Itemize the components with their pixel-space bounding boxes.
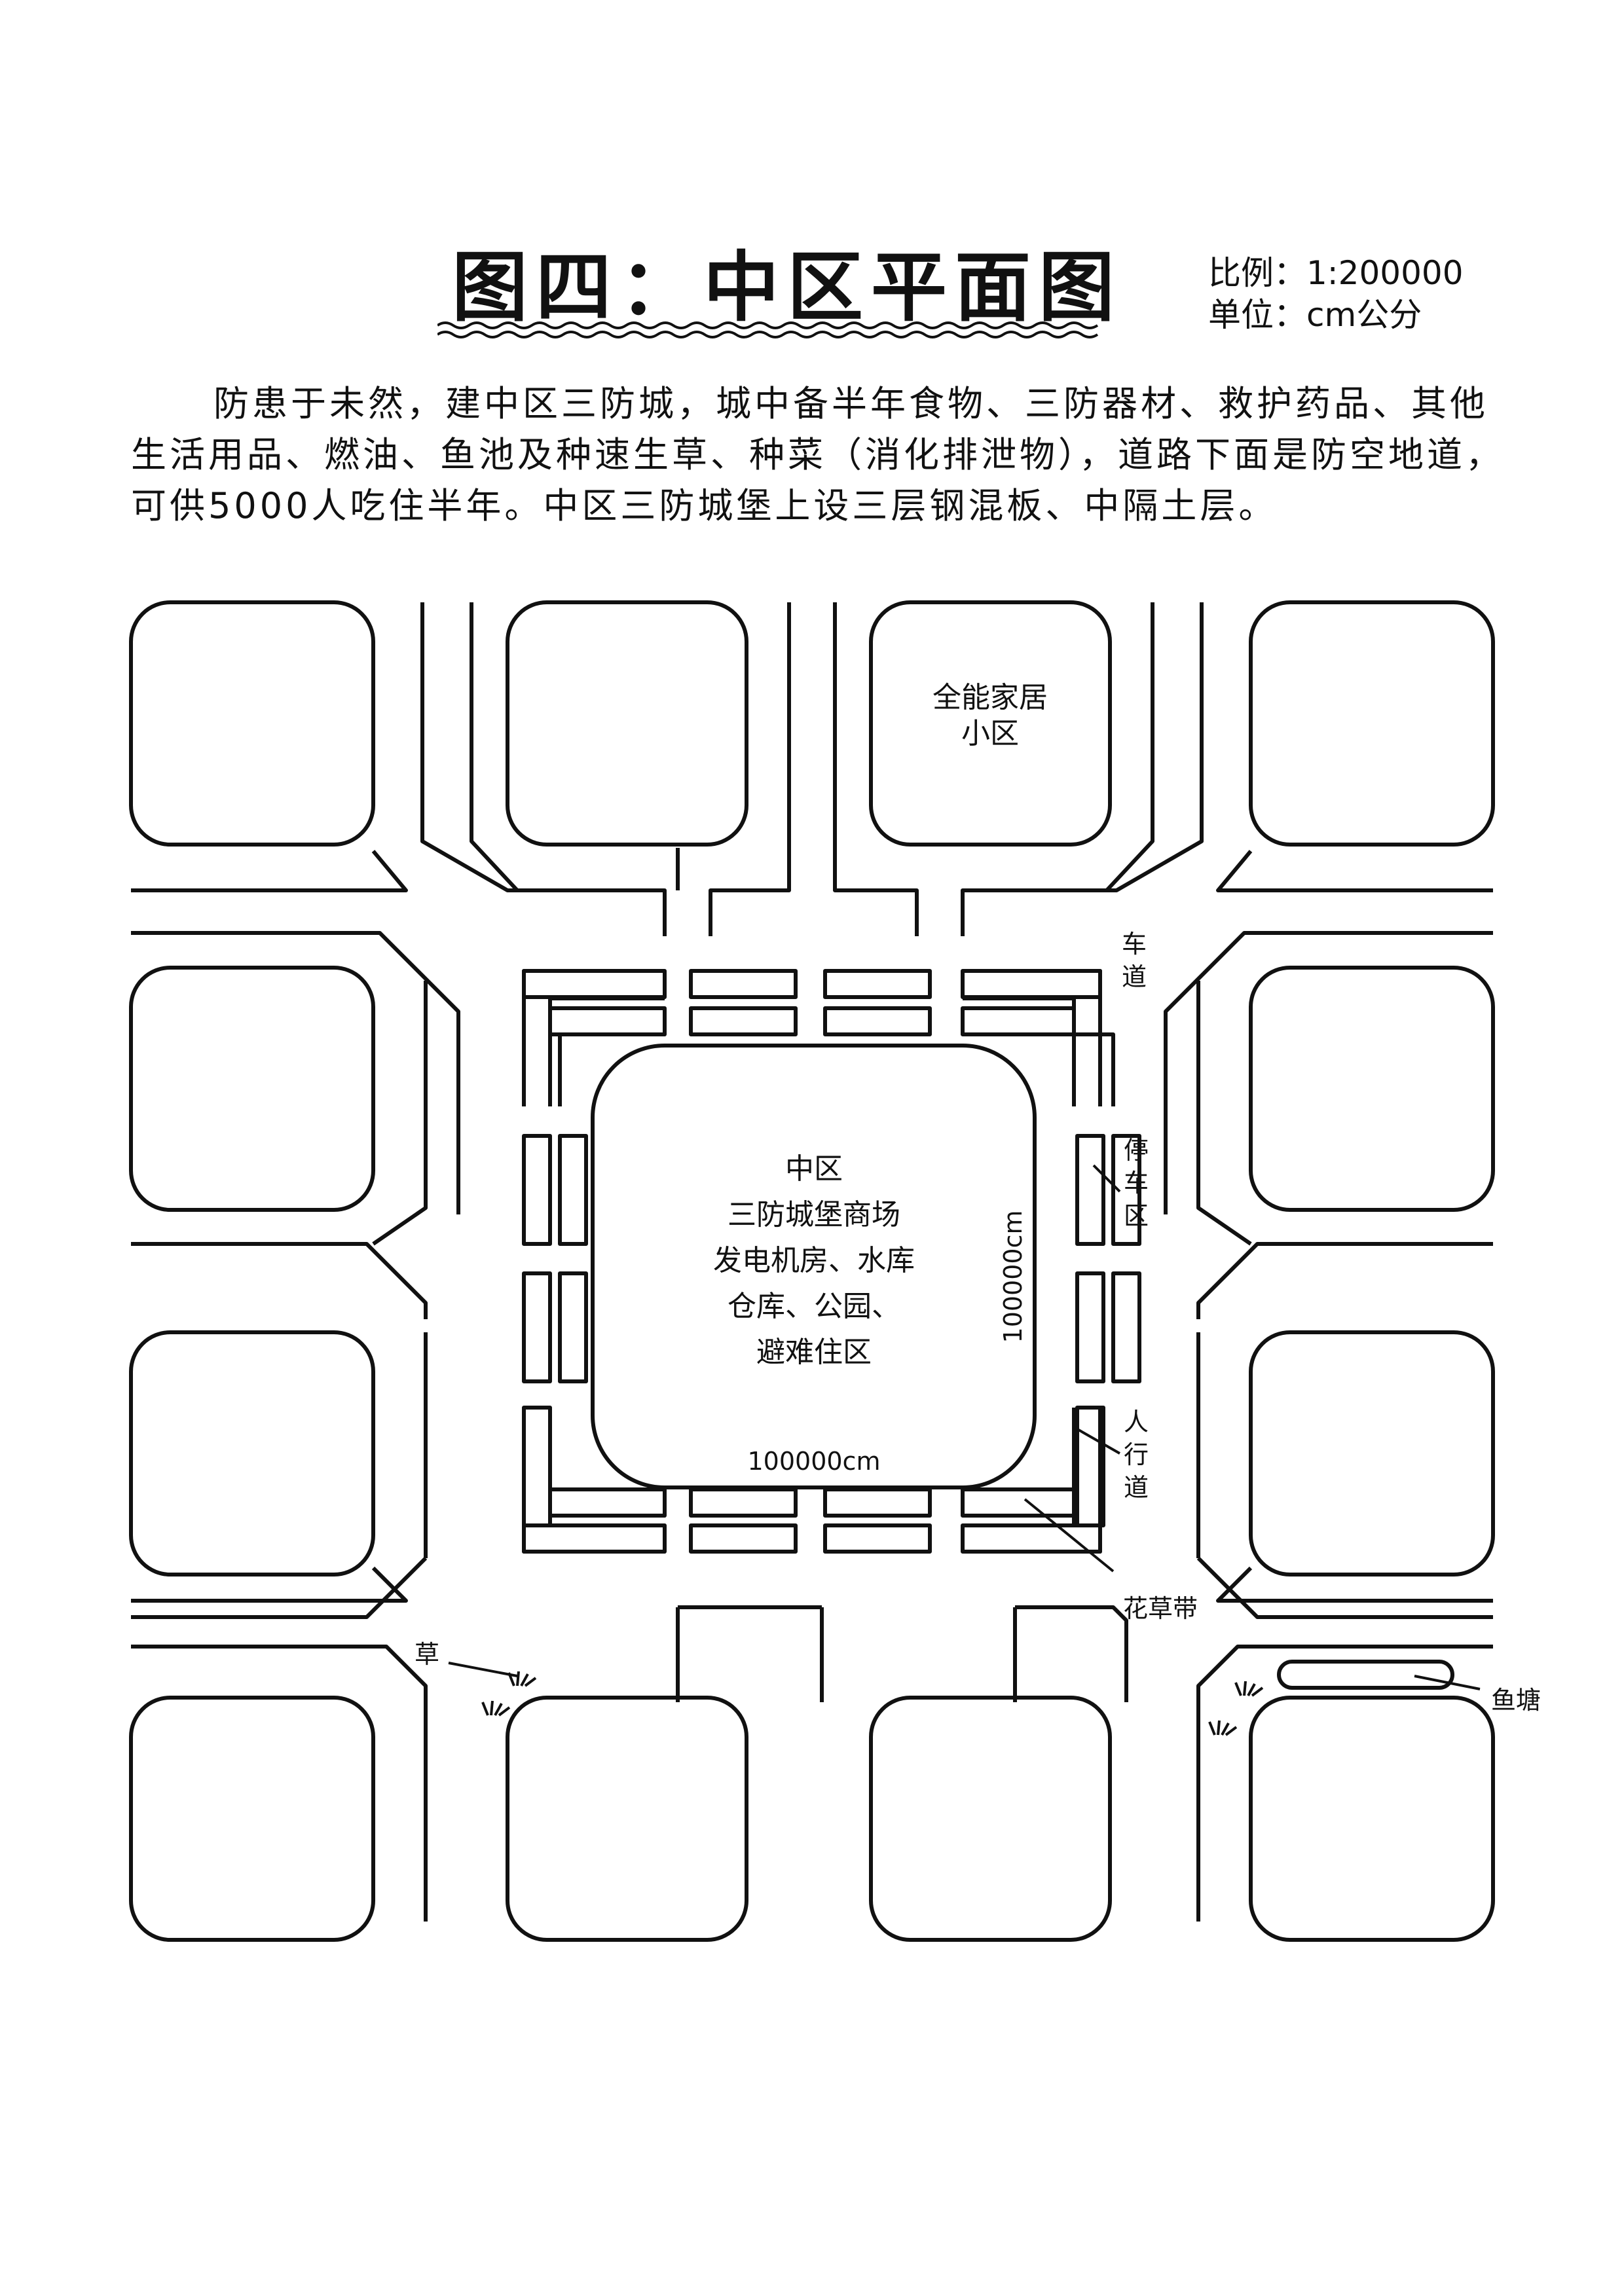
intro-paragraph: 防患于未然，建中区三防城，城中备半年食物、三防器材、救护药品、其他生活用品、燃油… xyxy=(131,383,1504,526)
strip xyxy=(689,969,798,999)
flowerbed-label: 花草带 xyxy=(1123,1594,1198,1623)
corner-strip xyxy=(963,1408,1076,1527)
parking-label: 区 xyxy=(1124,1201,1149,1230)
strip xyxy=(558,1134,588,1246)
block xyxy=(1249,600,1495,847)
corner-strip xyxy=(963,1408,1102,1554)
corner-strip xyxy=(963,1032,1115,1106)
block xyxy=(1249,966,1495,1212)
strip xyxy=(522,1271,552,1383)
strip xyxy=(548,1487,667,1518)
center-label: 中区 xyxy=(785,1152,843,1186)
corner-strip xyxy=(548,996,665,1106)
strip xyxy=(1111,1271,1141,1383)
strip xyxy=(961,1487,1076,1518)
dimension-height: 100000cm xyxy=(999,1211,1027,1343)
corner-strip xyxy=(963,969,1102,1106)
block xyxy=(129,966,375,1212)
strip xyxy=(961,1523,1102,1554)
parking-label: 停 xyxy=(1124,1136,1149,1165)
sidewalk-label: 行 xyxy=(1124,1440,1149,1469)
scale-legend: 比例：1:200000 单位：cm公分 xyxy=(1208,252,1464,336)
block xyxy=(506,1696,748,1942)
corner-strip xyxy=(558,1032,665,1106)
scale-unit: 单位：cm公分 xyxy=(1208,296,1422,334)
road-lines xyxy=(129,602,1493,1922)
page-title: 图四：中区平面图 xyxy=(452,244,1122,332)
strip xyxy=(823,969,932,999)
sidewalk-label: 道 xyxy=(1124,1473,1149,1502)
grass-label: 草 xyxy=(415,1640,439,1669)
callouts xyxy=(448,1164,1481,1690)
block xyxy=(129,600,375,847)
strip xyxy=(689,1523,798,1554)
center-block xyxy=(591,1044,1037,1489)
strip xyxy=(823,1006,932,1036)
strip xyxy=(522,1134,552,1246)
block xyxy=(1249,1330,1495,1576)
strip xyxy=(1111,1134,1141,1246)
strip xyxy=(1075,1271,1105,1383)
center-label: 仓库、公园、 xyxy=(728,1290,900,1323)
strip xyxy=(961,969,1102,999)
strip xyxy=(823,1487,932,1518)
lane-label: 道 xyxy=(1122,962,1147,991)
strip xyxy=(548,1006,667,1036)
center-label: 避难住区 xyxy=(756,1336,872,1369)
corner-strip xyxy=(548,1408,665,1527)
strip xyxy=(522,969,667,999)
block xyxy=(129,1696,375,1942)
dimension-width: 100000cm xyxy=(748,1447,881,1476)
lane-label: 车 xyxy=(1122,930,1147,958)
block xyxy=(129,1330,375,1576)
center-label: 发电机房、水库 xyxy=(713,1244,915,1277)
strip xyxy=(1075,1134,1105,1246)
fishpond-label: 鱼塘 xyxy=(1491,1686,1541,1715)
strip xyxy=(689,1487,798,1518)
center-label: 三防城堡商场 xyxy=(728,1198,900,1231)
strip xyxy=(689,1006,798,1036)
strip xyxy=(522,1406,552,1527)
strip xyxy=(961,1006,1076,1036)
strip xyxy=(823,1523,932,1554)
outer-blocks xyxy=(129,600,1495,1942)
title-wavy-underline xyxy=(437,321,1099,338)
strip xyxy=(1075,1406,1105,1527)
fishpond-shape xyxy=(1277,1660,1454,1690)
residential-label: 小区 xyxy=(961,717,1019,750)
inner-ring xyxy=(522,969,1141,1554)
residential-label: 全能家居 xyxy=(932,681,1048,714)
parking-label: 车 xyxy=(1124,1169,1149,1197)
sidewalk-label: 人 xyxy=(1124,1408,1149,1436)
block xyxy=(869,600,1112,847)
block xyxy=(869,1696,1112,1942)
scale-ratio: 比例：1:200000 xyxy=(1208,254,1464,292)
corner-strip xyxy=(963,996,1076,1106)
grass-icon xyxy=(481,1671,1264,1736)
block xyxy=(1249,1696,1495,1942)
corner-strip xyxy=(522,969,665,1106)
strip xyxy=(558,1271,588,1383)
strip xyxy=(522,1523,667,1554)
block xyxy=(506,600,748,847)
